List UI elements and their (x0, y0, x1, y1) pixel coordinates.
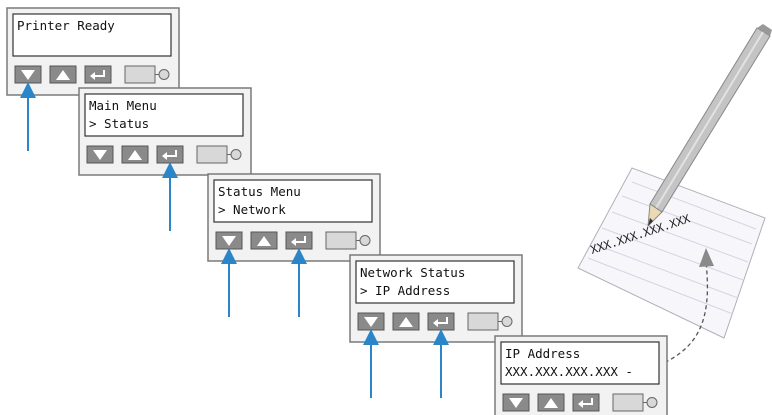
lcd-screen (213, 179, 373, 223)
switch-icon (230, 149, 242, 160)
lcd-screen (355, 260, 515, 304)
lcd-screen (84, 93, 244, 137)
enter-arrow-icon (436, 317, 448, 324)
enter-button[interactable] (572, 393, 600, 412)
triangle-down-icon (509, 398, 523, 408)
pencil-icon (647, 24, 772, 228)
note-paper: XXX.XXX.XXX.XXX (577, 167, 766, 339)
down-button[interactable] (357, 312, 385, 331)
enter-arrow-icon (93, 70, 105, 77)
enter-button[interactable] (427, 312, 455, 331)
enter-button[interactable] (156, 145, 184, 164)
toggle-switch[interactable] (124, 65, 170, 84)
triangle-down-icon (364, 317, 378, 327)
up-button[interactable] (392, 312, 420, 331)
lcd-panel-status-menu: Status Menu > Network (207, 173, 381, 262)
down-button[interactable] (502, 393, 530, 412)
lcd-line-1: Printer Ready (17, 18, 115, 33)
lcd-screen (12, 13, 172, 57)
lcd-line-1: Status Menu (218, 184, 301, 199)
down-button[interactable] (14, 65, 42, 84)
triangle-up-icon (399, 317, 413, 327)
down-button[interactable] (215, 231, 243, 250)
enter-button[interactable] (285, 231, 313, 250)
lcd-panel-network-status: Network Status > IP Address (349, 254, 523, 343)
lcd-line-1: Main Menu (89, 98, 157, 113)
switch-icon (158, 69, 170, 80)
up-button[interactable] (537, 393, 565, 412)
down-button[interactable] (86, 145, 114, 164)
toggle-switch[interactable] (612, 393, 658, 412)
lcd-line-1: Network Status (360, 265, 465, 280)
enter-arrow-icon (581, 398, 593, 405)
triangle-up-icon (257, 236, 271, 246)
lcd-panel-printer-ready: Printer Ready (6, 7, 180, 96)
toggle-switch[interactable] (196, 145, 242, 164)
triangle-up-icon (544, 398, 558, 408)
triangle-down-icon (21, 70, 35, 80)
switch-icon (646, 397, 658, 408)
up-button[interactable] (121, 145, 149, 164)
enter-button[interactable] (84, 65, 112, 84)
lcd-line-2: > Status (89, 116, 149, 131)
switch-icon (359, 235, 371, 246)
lcd-line-2: > IP Address (360, 283, 450, 298)
dashed-link-arrowhead (699, 248, 714, 267)
lcd-panel-main-menu: Main Menu > Status (78, 87, 252, 176)
lcd-line-2: > Network (218, 202, 286, 217)
switch-icon (501, 316, 513, 327)
arrows-layer (20, 82, 449, 398)
triangle-up-icon (128, 150, 142, 160)
toggle-switch[interactable] (467, 312, 513, 331)
triangle-down-icon (93, 150, 107, 160)
triangle-up-icon (56, 70, 70, 80)
lcd-line-2: XXX.XXX.XXX.XXX - (505, 364, 633, 379)
triangle-down-icon (222, 236, 236, 246)
lcd-line-1: IP Address (505, 346, 580, 361)
toggle-switch[interactable] (325, 231, 371, 250)
up-button[interactable] (250, 231, 278, 250)
lcd-screen (500, 341, 660, 385)
up-button[interactable] (49, 65, 77, 84)
enter-arrow-icon (165, 150, 177, 157)
enter-arrow-icon (294, 236, 306, 243)
